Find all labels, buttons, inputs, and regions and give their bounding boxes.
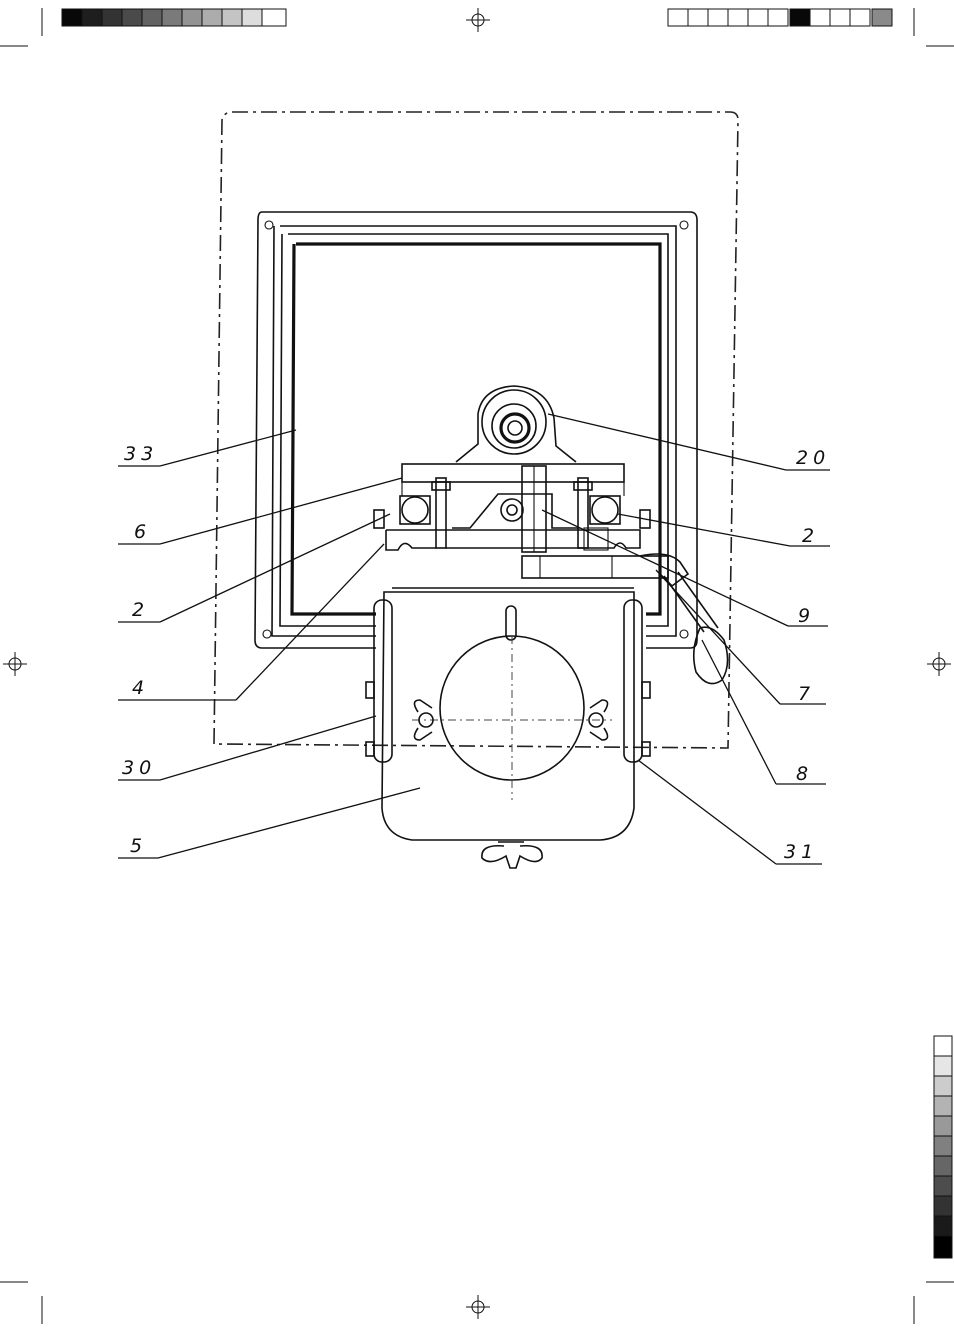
registration-target-right [927,652,951,676]
registration-target-left [3,652,27,676]
crop-marks [0,8,954,1324]
door-panel [366,592,650,868]
label-30: 30 [122,757,156,779]
label-2-left: 2 [132,599,149,621]
label-4: 4 [132,677,149,699]
grayscale-strip-top-left [62,9,286,26]
bearing-housing [456,386,576,462]
label-7: 7 [798,683,815,705]
label-6: 6 [134,521,151,543]
bottom-wing-screw-icon [482,842,542,868]
label-20: 20 [796,447,830,469]
label-2-right: 2 [802,525,819,547]
label-9: 9 [798,605,815,627]
color-strip-top-right [668,9,892,26]
label-33: 33 [124,443,158,465]
frame-plate [255,212,697,648]
registration-target-top [466,8,490,32]
label-5: 5 [130,835,147,857]
grayscale-strip-right [934,1036,952,1258]
part-labels: 33 20 6 2 2 9 4 7 30 8 5 31 [122,443,830,863]
cross-bar-assembly [374,464,650,552]
label-8: 8 [796,763,813,785]
registration-target-bottom [466,1295,490,1319]
label-31: 31 [784,841,818,863]
